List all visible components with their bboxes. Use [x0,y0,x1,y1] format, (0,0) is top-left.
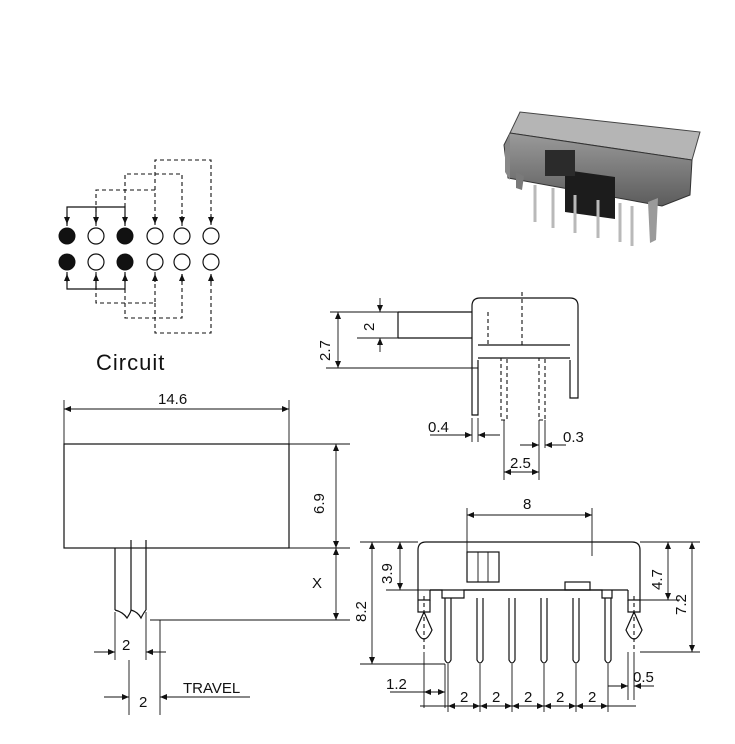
dim-side-0-4: 0.4 [428,419,449,436]
dim-side-2-5: 2.5 [510,455,531,472]
pitch-3: 2 [524,689,532,706]
pin-row2-2 [87,253,105,271]
front-pins [444,598,612,664]
dim-14-6: 14.6 [158,391,187,408]
dim-6-9: 6.9 [311,493,328,514]
dim-front-4-7: 4.7 [649,569,666,590]
pin-row2-1 [58,253,76,271]
pin-row2-3 [116,253,134,271]
pin-row1-6 [202,227,220,245]
dim-front-8: 8 [523,496,531,513]
pitch-1: 2 [460,689,468,706]
dim-side-2: 2 [361,323,378,331]
top-body [63,443,290,549]
pitch-2: 2 [492,689,500,706]
pin-row2-4 [146,253,164,271]
pin-row1-4 [146,227,164,245]
top-view: 14.6 6.9 X 2 2 TRAVEL [63,391,350,715]
pin-row1-2 [87,227,105,245]
pitch-5: 2 [588,689,596,706]
solid-connections [64,206,128,290]
pin-row1-5 [173,227,191,245]
dim-front-7-2: 7.2 [673,594,690,615]
lever: 2 [94,540,166,660]
dim-travel-2: 2 [139,694,147,711]
pin-row2-6 [202,253,220,271]
pin-row2-5 [173,253,191,271]
dim-front-1-2: 1.2 [386,676,407,693]
pitch-dims: 2 2 2 2 2 [420,664,636,712]
dim-front-3-9: 3.9 [379,563,396,584]
front-view: 8 3.9 8.2 [353,496,700,712]
dim-side-2-7: 2.7 [317,340,334,361]
pin-row1-1 [58,227,76,245]
pitch-4: 2 [556,689,564,706]
pin-row1-3 [116,227,134,245]
dashed-connections [95,159,214,334]
dim-front-0-5: 0.5 [633,669,654,686]
dim-x: X [312,575,322,592]
travel: 2 TRAVEL [104,620,250,715]
travel-label: TRAVEL [183,680,240,697]
side-view: 2 2.7 0.4 0.3 2.5 [317,292,584,480]
switch-photo [503,111,701,246]
dim-front-8-2: 8.2 [353,601,370,622]
circuit-diagram: Circuit [58,159,220,375]
dim-side-0-3: 0.3 [563,429,584,446]
pin-dots [58,227,220,271]
circuit-label: Circuit [96,350,165,375]
dim-lever-2: 2 [122,637,130,654]
